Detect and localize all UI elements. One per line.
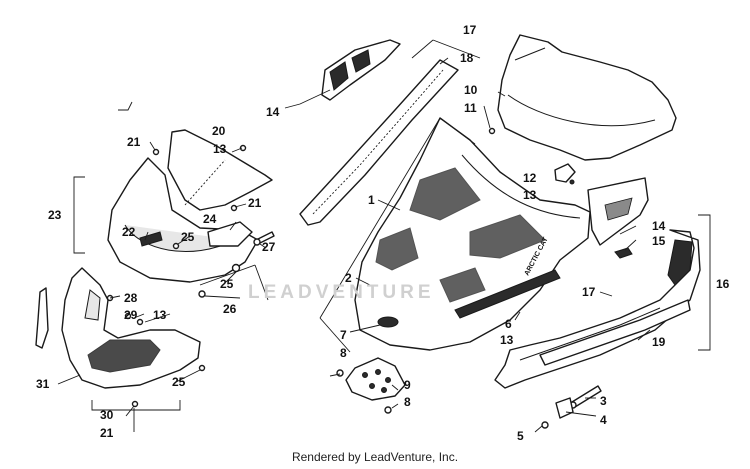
fastener[interactable] xyxy=(172,242,180,250)
callout-3[interactable]: 3 xyxy=(600,394,607,408)
callout-12[interactable]: 12 xyxy=(523,171,537,185)
callout-13[interactable]: 13 xyxy=(213,142,227,156)
callout-25[interactable]: 25 xyxy=(181,230,195,244)
windshield-screw[interactable] xyxy=(488,127,496,135)
side-vent-panel[interactable] xyxy=(587,177,649,246)
callout-17[interactable]: 17 xyxy=(582,285,596,299)
callout-20[interactable]: 20 xyxy=(212,124,226,138)
console-cover[interactable] xyxy=(321,39,401,101)
callout-15[interactable]: 15 xyxy=(652,234,666,248)
callout-28[interactable]: 28 xyxy=(124,291,138,305)
console-top-rail[interactable] xyxy=(299,59,459,226)
callout-21[interactable]: 21 xyxy=(127,135,141,149)
nose-screw[interactable] xyxy=(136,318,144,326)
callout-11[interactable]: 11 xyxy=(464,101,477,115)
callout-17[interactable]: 17 xyxy=(463,23,477,37)
bumper-bolt[interactable] xyxy=(253,231,275,246)
callout-13[interactable]: 13 xyxy=(153,308,167,322)
callout-2[interactable]: 2 xyxy=(345,271,352,285)
lower-nose-pan[interactable] xyxy=(61,267,201,389)
headlight-lens[interactable] xyxy=(167,129,273,211)
callout-10[interactable]: 10 xyxy=(464,83,478,97)
callout-21[interactable]: 21 xyxy=(100,426,114,440)
callout-27[interactable]: 27 xyxy=(262,240,276,254)
callout-5[interactable]: 5 xyxy=(517,429,524,443)
lower-nose-trim-strip[interactable] xyxy=(35,287,49,349)
callout-labels: 1 2 3 4 5 6 7 8 8 9 10 11 12 13 13 13 13… xyxy=(36,23,730,443)
callout-19[interactable]: 19 xyxy=(652,335,666,349)
callout-14[interactable]: 14 xyxy=(652,219,666,233)
callout-13[interactable]: 13 xyxy=(523,188,537,202)
callout-14[interactable]: 14 xyxy=(266,105,280,119)
callout-29[interactable]: 29 xyxy=(124,308,138,322)
nose-screw[interactable] xyxy=(131,400,139,408)
callout-16[interactable]: 16 xyxy=(716,277,730,291)
leader-lines xyxy=(57,39,711,433)
skid-plate-fastener[interactable] xyxy=(384,406,392,414)
washer[interactable] xyxy=(541,421,549,429)
side-emblem[interactable] xyxy=(614,247,633,259)
screw[interactable] xyxy=(230,204,238,212)
callout-8[interactable]: 8 xyxy=(404,395,411,409)
callout-6[interactable]: 6 xyxy=(505,317,512,331)
hood[interactable]: ARCTIC CAT xyxy=(354,117,591,351)
windshield[interactable] xyxy=(497,34,677,161)
callout-4[interactable]: 4 xyxy=(600,413,607,427)
callout-24[interactable]: 24 xyxy=(203,212,217,226)
callout-25[interactable]: 25 xyxy=(220,277,234,291)
footer-credit: Rendered by LeadVenture, Inc. xyxy=(291,450,459,464)
nose-pan-upper[interactable] xyxy=(107,157,259,283)
callout-31[interactable]: 31 xyxy=(36,377,50,391)
skid-plate-fastener[interactable] xyxy=(336,369,344,377)
right-side-panel[interactable] xyxy=(494,229,701,389)
callout-21[interactable]: 21 xyxy=(248,196,262,210)
callout-1[interactable]: 1 xyxy=(368,193,375,207)
callout-18[interactable]: 18 xyxy=(460,51,474,65)
watermark: LEADVENTURE xyxy=(248,282,435,303)
callout-13[interactable]: 13 xyxy=(500,333,514,347)
callout-30[interactable]: 30 xyxy=(100,408,114,422)
callout-22[interactable]: 22 xyxy=(122,225,136,239)
mounting-bracket[interactable] xyxy=(555,397,574,419)
callout-25[interactable]: 25 xyxy=(172,375,186,389)
callout-23[interactable]: 23 xyxy=(48,208,62,222)
callout-8[interactable]: 8 xyxy=(340,346,347,360)
grommet[interactable] xyxy=(231,263,241,273)
fastener[interactable] xyxy=(198,290,206,298)
windshield-bracket[interactable] xyxy=(554,163,576,185)
front-skid-plate[interactable] xyxy=(345,357,406,401)
mounting-bolt[interactable] xyxy=(569,385,602,409)
nose-screw[interactable] xyxy=(124,312,132,320)
screw[interactable] xyxy=(152,148,160,156)
callout-9[interactable]: 9 xyxy=(404,378,411,392)
screw[interactable] xyxy=(239,144,247,152)
callout-26[interactable]: 26 xyxy=(223,302,237,316)
nose-screw[interactable] xyxy=(198,364,206,372)
right-lower-rail[interactable] xyxy=(539,299,691,366)
callout-7[interactable]: 7 xyxy=(340,328,347,342)
